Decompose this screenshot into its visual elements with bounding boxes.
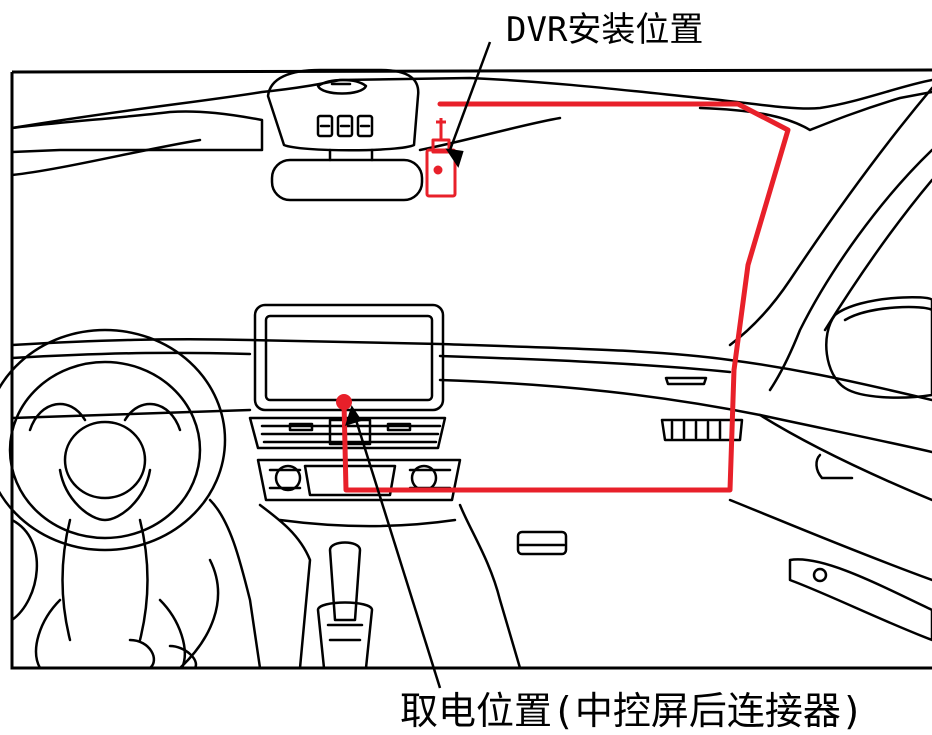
steering-column [34,598,187,670]
headliner-outline [10,76,932,130]
dashboard-top [10,337,932,402]
center-infotainment-screen [253,303,445,412]
climate-knob-left [274,464,302,492]
dvr-arrowhead [445,148,464,168]
a-pillar-right [728,86,932,347]
dashboard-pocket [516,530,568,556]
dvr-leader-line [448,41,492,151]
power-source-position-label: 取电位置(中控屏后连接器) [400,689,864,733]
overhead-button-1 [316,114,334,138]
center-vents [248,416,447,450]
dvr-install-position-label: DVR安装位置 [506,10,704,50]
gear-shifter [328,541,362,622]
sun-visor-edge [10,110,264,154]
power-connection-point [336,394,352,410]
dvr-device [425,118,457,198]
leader-lines [345,41,492,689]
overhead-console [266,68,420,152]
steering-wheel [0,328,227,642]
rear-view-mirror [270,158,424,202]
side-mirror [825,296,932,399]
cable-route [341,101,791,493]
power-leader-line [354,419,442,689]
center-console [258,503,522,670]
climate-control-panel [256,458,462,502]
overhead-button-3 [356,114,374,138]
door-handle [815,453,854,480]
a-pillar-left [10,138,202,177]
right-air-vent [660,418,744,442]
image-frame [10,68,932,670]
overhead-button-2 [336,114,354,138]
door-pull [788,558,932,642]
power-arrowhead [345,405,362,426]
